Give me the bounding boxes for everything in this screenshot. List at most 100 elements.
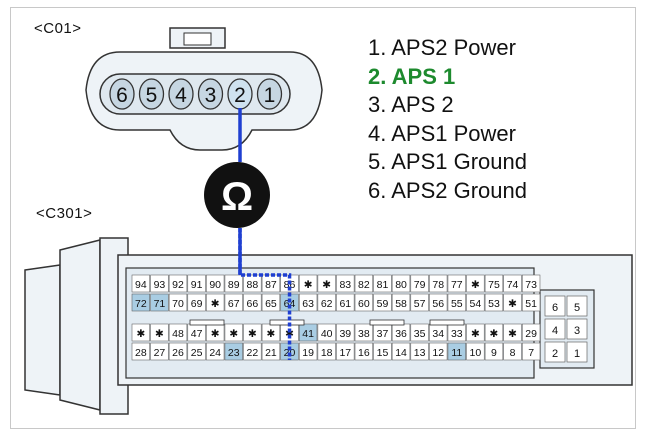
c301-latch [189, 319, 225, 326]
c301-pin: 22 [243, 342, 262, 361]
c301-pin-label: 24 [209, 347, 221, 359]
c301-pin-label: 80 [395, 279, 407, 291]
c301-pin-label: 67 [228, 298, 240, 310]
c301-pin-label: 8 [510, 347, 516, 359]
c301-pin: 74 [503, 274, 522, 293]
c301-pin-label: 82 [358, 279, 370, 291]
c301-pin: ✱ [503, 323, 522, 342]
c301-pin: 8 [503, 342, 522, 361]
c301-pin-label: ✱ [304, 279, 313, 291]
legend-item: 5. APS1 Ground [368, 149, 527, 174]
c301-pin-label: 13 [414, 347, 426, 359]
c01-pin: 6 [109, 78, 135, 110]
c301-pin-label: 21 [265, 347, 277, 359]
c301-pin: ✱ [206, 323, 225, 342]
c301-pin: 77 [447, 274, 466, 293]
c301-pin: 37 [373, 323, 392, 342]
c301-pin: 79 [410, 274, 429, 293]
c301-pin-label: ✱ [285, 328, 294, 340]
c301-pin-label: 90 [209, 279, 221, 291]
c301-pin-label: 56 [432, 298, 444, 310]
c01-pin: 2 [227, 78, 253, 110]
c301-pin-label: 77 [451, 279, 463, 291]
c301-pin-label: 34 [432, 328, 444, 340]
c301-pin-label: 57 [414, 298, 426, 310]
legend-item: 1. APS2 Power [368, 35, 516, 60]
c301-pin: 88 [243, 274, 262, 293]
c301-pin-label: 35 [414, 328, 426, 340]
c301-pin-label: 81 [377, 279, 389, 291]
c301-side-pin-label: 6 [552, 302, 558, 314]
c301-pin: 56 [429, 293, 448, 312]
c301-pin: ✱ [150, 323, 169, 342]
c301-pin: 75 [484, 274, 504, 293]
c01-pin: 1 [256, 78, 283, 110]
c301-pin-label: 10 [470, 347, 482, 359]
c301-side-pin-label: 1 [574, 348, 580, 360]
c301-pin-label: 7 [528, 347, 534, 359]
c301-pin-label: ✱ [508, 298, 517, 310]
c301-pin: ✱ [466, 323, 485, 342]
c301-pin-label: 87 [265, 279, 277, 291]
diagram-frame [10, 7, 636, 429]
c301-pin: 87 [261, 274, 281, 293]
c301-pin-label: 60 [358, 298, 370, 310]
c01-label: <C01> [34, 20, 82, 37]
c301-pin: 35 [410, 323, 429, 342]
c301-pin-label: 9 [491, 347, 497, 359]
c301-pin: 72 [131, 293, 151, 312]
c301-pin-label: 48 [172, 328, 184, 340]
legend-item: 4. APS1 Power [368, 120, 516, 146]
c301-pin-label: 25 [191, 347, 203, 359]
c301-side-pin-label: 5 [574, 302, 580, 314]
c301-pin-label: 51 [525, 298, 537, 310]
c301-pin-label: 63 [302, 298, 314, 310]
c301-pin: ✱ [484, 323, 504, 342]
c01-pin: 5 [138, 78, 165, 110]
c301-pin-label: 22 [247, 347, 259, 359]
c301-pin-label: 92 [172, 279, 184, 291]
c301-pin: 41 [298, 323, 318, 342]
c301-pin: 60 [354, 293, 374, 312]
c301-pin: 83 [336, 274, 355, 293]
c301-pin: 93 [150, 274, 169, 293]
c301-pin-label: 36 [395, 328, 407, 340]
c301-pin-label: 71 [154, 298, 166, 310]
c301-pin-label: 69 [191, 298, 203, 310]
c301-pin-label: 12 [432, 347, 444, 359]
c301-pin-label: 11 [451, 347, 462, 359]
c301-pin-label: 78 [432, 279, 444, 291]
c301-pin: 23 [224, 342, 243, 361]
c301-pin-label: 27 [154, 347, 166, 359]
c301-pin-label: ✱ [211, 298, 220, 310]
c301-pin: 15 [373, 342, 392, 361]
c301-pin-label: 86 [284, 279, 296, 291]
c301-pin-label: 41 [302, 328, 314, 340]
legend-item: 6. APS2 Ground [368, 177, 527, 203]
c301-pin-label: 28 [135, 347, 147, 359]
c301-pin-label: ✱ [211, 328, 220, 340]
c301-pin: 57 [410, 293, 429, 312]
c301-pin-label: 47 [191, 328, 203, 340]
c301-pin-label: 14 [395, 347, 407, 359]
c301-pin: 26 [168, 342, 188, 361]
c301-pin-label: ✱ [136, 328, 145, 340]
c301-pin-label: ✱ [322, 279, 331, 291]
c301-pin: 90 [206, 274, 225, 293]
c301-pin: ✱ [224, 323, 243, 342]
c301-pin: 59 [373, 293, 392, 312]
c301-pin: 67 [224, 293, 243, 312]
c301-pin-label: 75 [488, 279, 500, 291]
c301-latch [429, 319, 465, 326]
c301-pin: 24 [206, 342, 225, 361]
c301-pin-label: 70 [172, 298, 184, 310]
c301-pin-label: 83 [339, 279, 351, 291]
c301-pin-label: 53 [488, 298, 500, 310]
c301-pin: 14 [391, 342, 411, 361]
c301-pin-label: 74 [507, 279, 519, 291]
c301-pin-label: 33 [451, 328, 463, 340]
c301-pin: ✱ [503, 293, 522, 312]
c301-pin-label: 39 [339, 328, 351, 340]
